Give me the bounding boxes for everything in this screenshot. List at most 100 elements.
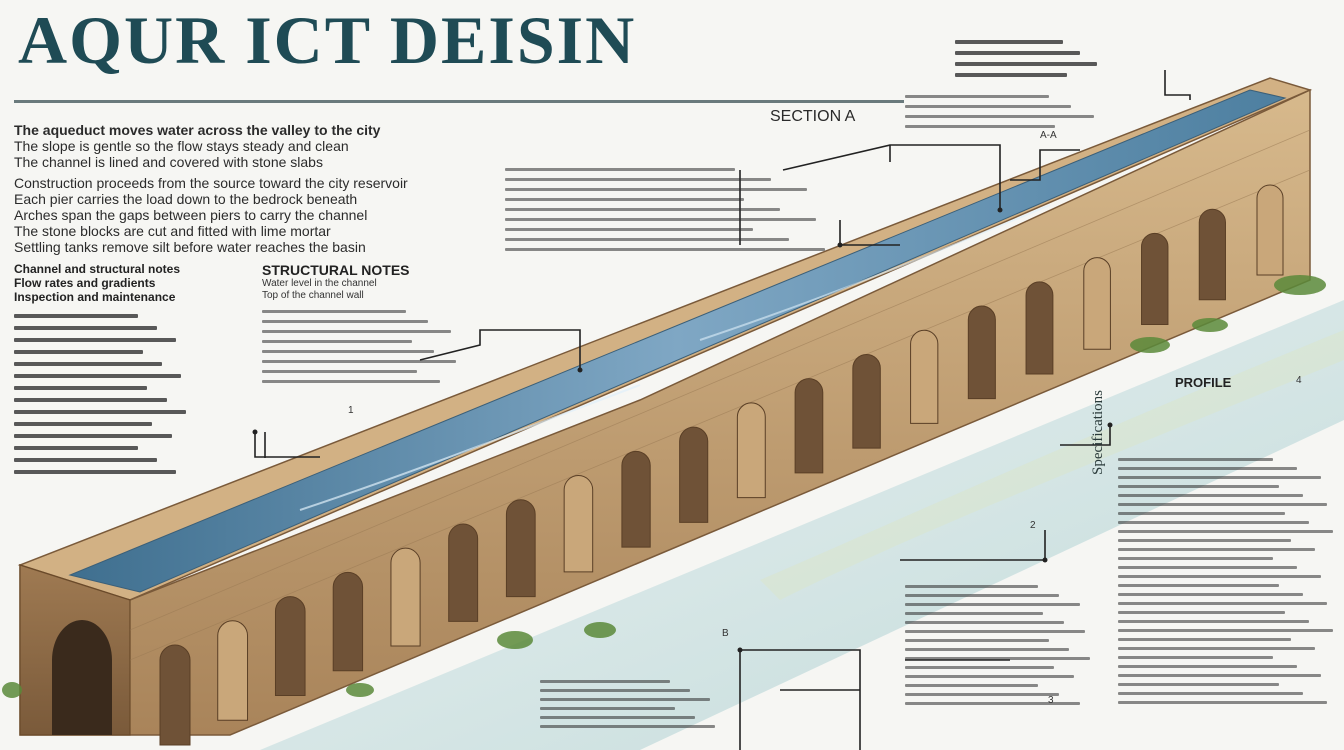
text-line: [905, 657, 1090, 660]
center-text-lines: [262, 310, 482, 383]
text-line: [505, 248, 825, 251]
text-line: [1118, 629, 1333, 632]
text-line: [905, 639, 1049, 642]
arch-opening: [1083, 257, 1111, 350]
notes-heading: Inspection and maintenance: [14, 290, 176, 304]
left-paragraph: Construction proceeds from the source to…: [14, 175, 408, 255]
text-line: [1118, 503, 1327, 506]
text-line: [1118, 512, 1285, 515]
top-right-notes: [955, 40, 1105, 84]
mid-tag: B: [722, 628, 729, 639]
text-line: [14, 410, 186, 414]
top-right-text-lines: [955, 40, 1105, 77]
callout-lines: [254, 70, 1191, 750]
text-line: [14, 398, 167, 402]
water-channel: [68, 89, 1287, 593]
text-line: [1118, 638, 1291, 641]
text-line: [1118, 476, 1321, 479]
notes-heading: Flow rates and gradients: [14, 276, 156, 290]
lower-mid-notes: [905, 585, 1095, 711]
text-line: [262, 360, 456, 363]
text-line: [905, 702, 1080, 705]
text-line: [505, 218, 816, 221]
text-line: [1118, 575, 1321, 578]
text-line: [14, 458, 157, 462]
text-line: [905, 648, 1069, 651]
upper-right-notes: [905, 95, 1110, 135]
ground-bank: [760, 330, 1344, 600]
text-line: [262, 380, 440, 383]
arch-opening: [1141, 233, 1169, 325]
mid-notes: [505, 168, 835, 258]
arch-opening: [390, 547, 421, 647]
text-line: [1118, 611, 1285, 614]
text-line: [1118, 584, 1279, 587]
text-line: [955, 73, 1067, 77]
lead-line: The slope is gentle so the flow stays st…: [14, 138, 349, 154]
text-line: [905, 125, 1055, 128]
text-line: [905, 585, 1038, 588]
arch-opening: [910, 329, 939, 424]
text-line: [262, 330, 451, 333]
text-line: [1118, 665, 1297, 668]
text-line: [505, 198, 744, 201]
lead-line: The aqueduct moves water across the vall…: [14, 122, 381, 138]
text-line: [1118, 683, 1279, 686]
paragraph-line: Construction proceeds from the source to…: [14, 175, 408, 191]
text-line: [540, 725, 715, 728]
text-line: [540, 716, 695, 719]
text-line: [905, 675, 1074, 678]
text-line: [1118, 656, 1273, 659]
text-line: [1118, 647, 1315, 650]
text-line: [955, 62, 1097, 66]
text-line: [905, 95, 1049, 98]
notes-text-lines: [14, 314, 189, 474]
text-line: [1118, 485, 1279, 488]
text-line: [14, 326, 157, 330]
top-tag: A-A: [1040, 130, 1057, 141]
text-line: [505, 168, 735, 171]
arch-row: [159, 184, 1284, 746]
end-arch: [52, 620, 112, 735]
text-line: [14, 374, 181, 378]
text-line: [14, 362, 162, 366]
text-line: [1118, 566, 1297, 569]
mid-text-lines: [505, 168, 835, 251]
arch-opening: [1198, 208, 1226, 301]
text-line: [1118, 467, 1297, 470]
arch-opening: [332, 572, 364, 672]
arch-opening: [621, 450, 651, 548]
profile-label: PROFILE: [1175, 375, 1232, 390]
text-line: [14, 314, 138, 318]
text-line: [505, 178, 771, 181]
arch-opening: [852, 353, 881, 449]
paragraph-line: The stone blocks are cut and fitted with…: [14, 223, 331, 239]
text-line: [505, 188, 807, 191]
text-line: [262, 340, 412, 343]
text-line: [262, 370, 417, 373]
center-heading: STRUCTURAL NOTES: [262, 262, 410, 278]
arch-opening: [736, 402, 766, 499]
paragraph-line: Settling tanks remove silt before water …: [14, 239, 366, 255]
text-line: [905, 612, 1043, 615]
text-line: [505, 228, 753, 231]
bottom-text-lines: [540, 680, 730, 728]
text-line: [1118, 674, 1321, 677]
lower-mid-text-lines: [905, 585, 1095, 705]
text-line: [1118, 602, 1327, 605]
callout-number: 4: [1296, 375, 1302, 386]
callout-number: 3: [1048, 695, 1054, 706]
text-line: [1118, 521, 1309, 524]
text-line: [14, 446, 138, 450]
right-notes: [1118, 458, 1336, 710]
page-title: AQUR ICT DEISIN: [18, 2, 637, 78]
text-line: [1118, 530, 1333, 533]
text-line: [905, 603, 1080, 606]
text-line: [905, 621, 1064, 624]
text-line: [262, 310, 406, 313]
side-label: Specifications: [1090, 390, 1106, 475]
text-line: [905, 630, 1085, 633]
text-line: [1118, 557, 1273, 560]
arch-opening: [1025, 281, 1054, 375]
